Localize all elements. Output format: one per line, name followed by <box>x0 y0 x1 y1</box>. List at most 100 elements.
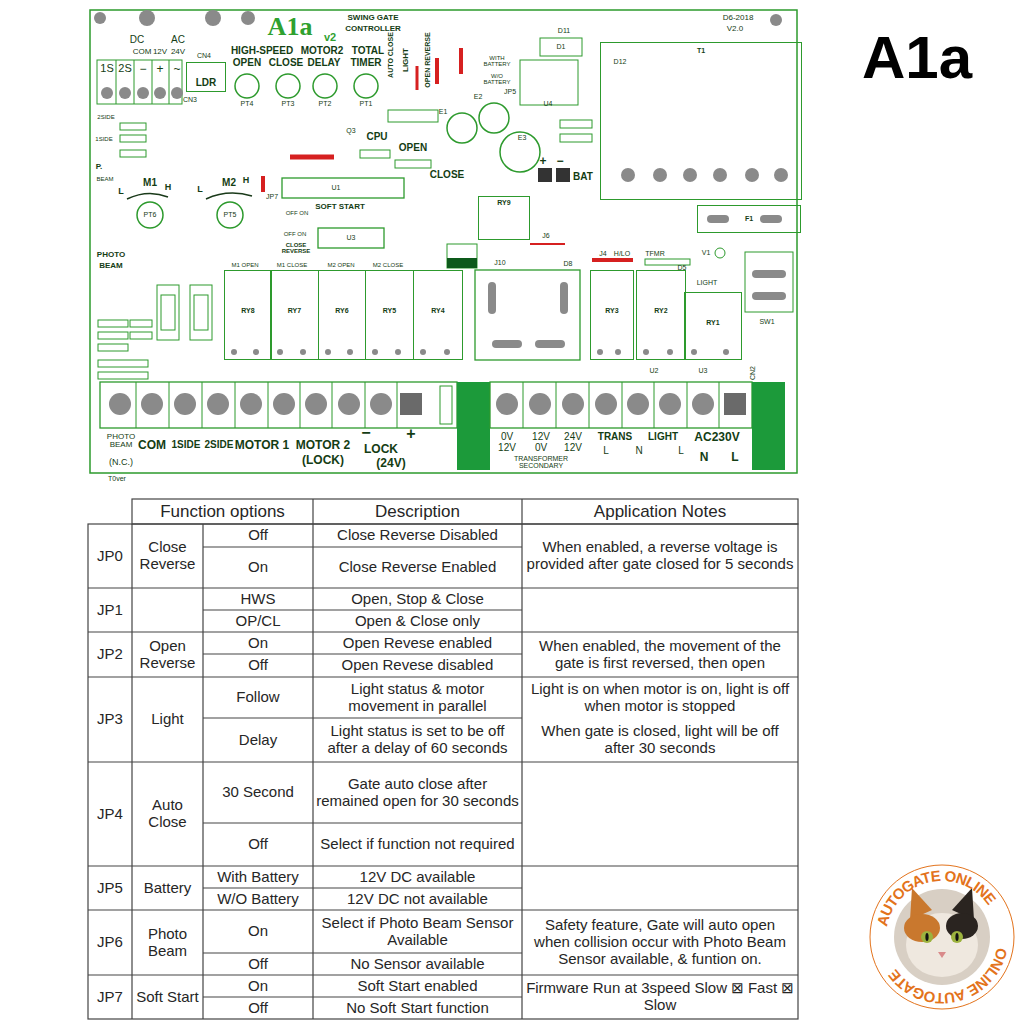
table-subrow-lines <box>203 547 522 997</box>
resistor <box>194 295 208 330</box>
terminal-screw <box>240 393 262 415</box>
table-cell: On <box>203 632 313 654</box>
silkscreen-label: PHOTO BEAM <box>101 433 141 450</box>
component-label: RY1 <box>685 319 741 326</box>
table-cell: Close Reverse <box>132 524 203 588</box>
table-cell: 30 Second <box>203 762 313 823</box>
silkscreen-label: P. <box>96 163 103 171</box>
table-cell: Close Reverse Enabled <box>313 547 522 588</box>
table-cell: JP3 <box>88 677 132 762</box>
silkscreen-label: D1 <box>557 43 566 50</box>
relay-pin <box>231 349 237 355</box>
jumper-wire <box>416 66 419 90</box>
silkscreen-label: JP5 <box>504 88 516 95</box>
silkscreen-label: N <box>635 446 642 457</box>
relay-pin <box>325 349 331 355</box>
silkscreen-label: 24V <box>171 48 185 56</box>
silkscreen-label: TOTAL <box>352 46 384 57</box>
silkscreen-label: OPEN <box>233 58 261 69</box>
terminal-screw <box>370 393 392 415</box>
silkscreen-label: H <box>165 183 172 192</box>
silkscreen-label: OFF ON <box>286 210 309 216</box>
terminal-screw <box>529 393 551 415</box>
silkscreen-label: M2 CLOSE <box>373 262 403 268</box>
relay-pin <box>615 349 621 355</box>
resistor <box>560 120 592 128</box>
terminal-screw <box>305 393 327 415</box>
relay-pin <box>395 349 401 355</box>
relay-pin <box>253 349 259 355</box>
cat-patch <box>904 914 940 942</box>
silkscreen-label: J6 <box>542 232 549 239</box>
silkscreen-label: N <box>700 451 709 464</box>
silkscreen-label: SWING GATE <box>348 14 399 22</box>
resistor <box>190 285 212 340</box>
fuse-clip <box>760 215 782 223</box>
silkscreen-label: 1SIDE <box>172 440 201 451</box>
relay-box: RY6 <box>318 270 366 360</box>
table-cell: Close Reverse Disabled <box>313 524 522 547</box>
diode <box>447 244 477 268</box>
terminal-square <box>724 393 746 415</box>
cat-eye <box>951 931 963 943</box>
table-cell: When enabled, a reverse voltage is provi… <box>522 524 798 588</box>
silkscreen-label: v2 <box>324 32 336 44</box>
silkscreen-label: D11 <box>558 27 570 34</box>
table-cell: HWS <box>203 588 313 610</box>
potentiometer <box>235 74 259 98</box>
battery-pad <box>538 168 552 182</box>
table-cell: Safety feature, Gate will auto open when… <box>522 910 798 975</box>
cat-pupil <box>925 933 928 941</box>
terminal-screw <box>496 393 518 415</box>
pad <box>535 340 565 348</box>
capacitor <box>479 103 509 133</box>
terminal-square <box>400 393 422 415</box>
jumper-wire <box>290 155 334 160</box>
table-cell: W/O Battery <box>203 888 313 910</box>
silkscreen-label: MOTOR 1 <box>235 439 289 452</box>
varistor <box>715 248 725 258</box>
relay-pin <box>300 349 306 355</box>
silkscreen-label: 2S <box>118 63 131 75</box>
silkscreen-label: U3 <box>699 367 708 374</box>
table-cell: OP/CL <box>203 610 313 632</box>
component-label: RY2 <box>637 307 685 314</box>
relay-box: RY2 <box>636 270 686 360</box>
transformer-pin <box>745 168 759 182</box>
table-row-lines <box>88 588 798 975</box>
diode <box>130 320 152 327</box>
potentiometer <box>354 74 378 98</box>
table-cell: Battery <box>132 866 203 910</box>
table-cell: Open, Stop & Close <box>313 588 522 610</box>
silkscreen-label: D12 <box>614 58 627 65</box>
component-label: RY8 <box>225 307 271 314</box>
silkscreen-label: TIMER <box>350 58 381 69</box>
silkscreen-label: 12V <box>532 432 550 443</box>
jumper-wire <box>261 176 265 192</box>
transformer-pin <box>774 168 788 182</box>
ic-chip <box>318 228 384 248</box>
potentiometer <box>217 202 243 228</box>
ic-chip <box>282 178 404 198</box>
table-cell: JP4 <box>88 762 132 866</box>
silkscreen-label: (24V) <box>376 457 405 470</box>
fuse-clip <box>707 215 729 223</box>
fuse-box: F1 <box>697 205 801 233</box>
silkscreen-label: JP7 <box>266 193 278 200</box>
switch <box>745 252 793 312</box>
silkscreen-label: 1SIDE <box>95 136 112 142</box>
switch-pad <box>752 270 786 278</box>
table-column-lines <box>132 499 522 1019</box>
table-cell: On <box>203 975 313 997</box>
terminal-screw <box>137 87 149 99</box>
transformer-pin <box>713 168 727 182</box>
silkscreen-label: − <box>139 63 146 76</box>
silkscreen-label: J10 <box>494 259 505 266</box>
silkscreen-label: E2 <box>474 93 483 100</box>
silkscreen-label: PT2 <box>319 100 332 107</box>
relay-box: RY5 <box>365 270 414 360</box>
silkscreen-label: H/LO <box>614 250 630 257</box>
terminal-screw <box>141 393 163 415</box>
bridge-rectifier <box>475 270 580 360</box>
